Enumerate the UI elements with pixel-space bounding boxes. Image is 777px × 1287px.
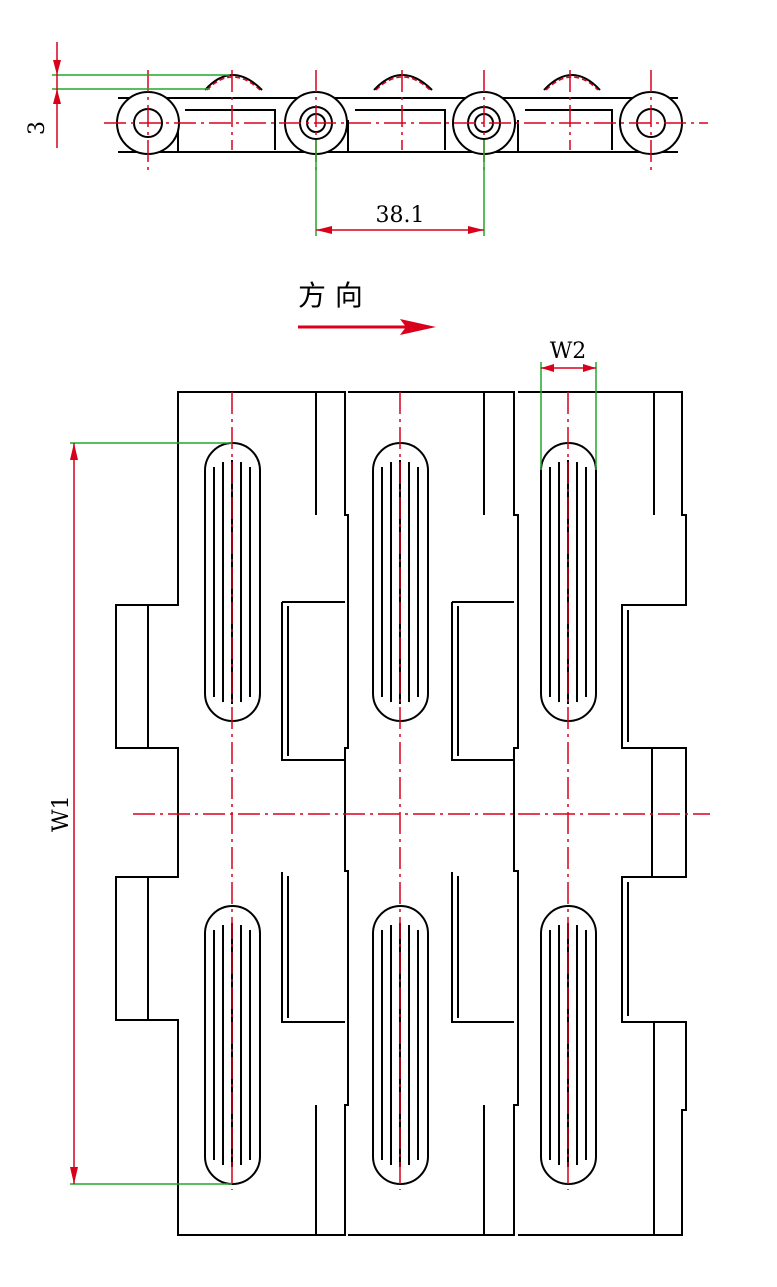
pitch-label: 38.1 xyxy=(376,203,425,228)
height-offset-label: 3 xyxy=(25,121,50,135)
direction-arrow xyxy=(298,319,436,335)
slot-width-label: W2 xyxy=(550,339,587,364)
module-1-outline xyxy=(115,391,349,1236)
top-view-vertical-centerlines xyxy=(231,392,569,1190)
slot-width-dimension xyxy=(540,362,597,470)
total-width-dimension xyxy=(70,442,232,1185)
direction-label: 方 向 xyxy=(298,279,363,312)
top-view: W1 W2 xyxy=(49,339,710,1236)
side-view: 3 38.1 xyxy=(25,42,708,236)
height-offset-dimension xyxy=(52,42,230,148)
side-view-outline xyxy=(118,97,678,153)
module-2-outline xyxy=(348,391,519,1236)
pitch-dimension xyxy=(315,140,485,236)
total-width-label: W1 xyxy=(49,795,74,832)
module-3-outline xyxy=(518,391,687,1236)
side-view-link-plates xyxy=(185,109,613,150)
